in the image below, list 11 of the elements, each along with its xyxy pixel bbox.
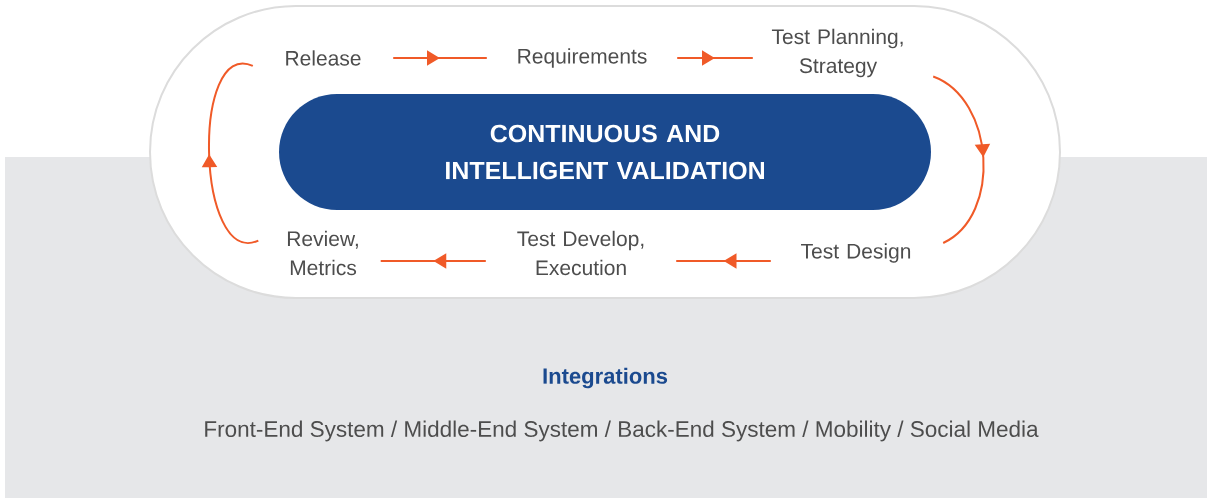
validation-pill: CONTINUOUS AND INTELLIGENT VALIDATION	[279, 94, 931, 210]
step-label: Review, Metrics	[287, 230, 358, 276]
arrow	[201, 62, 260, 244]
step-label: Requirements	[518, 48, 647, 68]
step-label: Release	[286, 50, 361, 66]
integrations-text: Front-End System / Middle-End System / Back-End System / Mobility / Social Media	[205, 420, 1039, 442]
arrow	[932, 75, 991, 244]
step-label: Test Planning, Strategy	[771, 28, 903, 78]
heading: Integrations	[543, 367, 668, 389]
step-label: Test Develop, Execution	[517, 230, 644, 276]
step-label: Test Design	[801, 243, 911, 263]
